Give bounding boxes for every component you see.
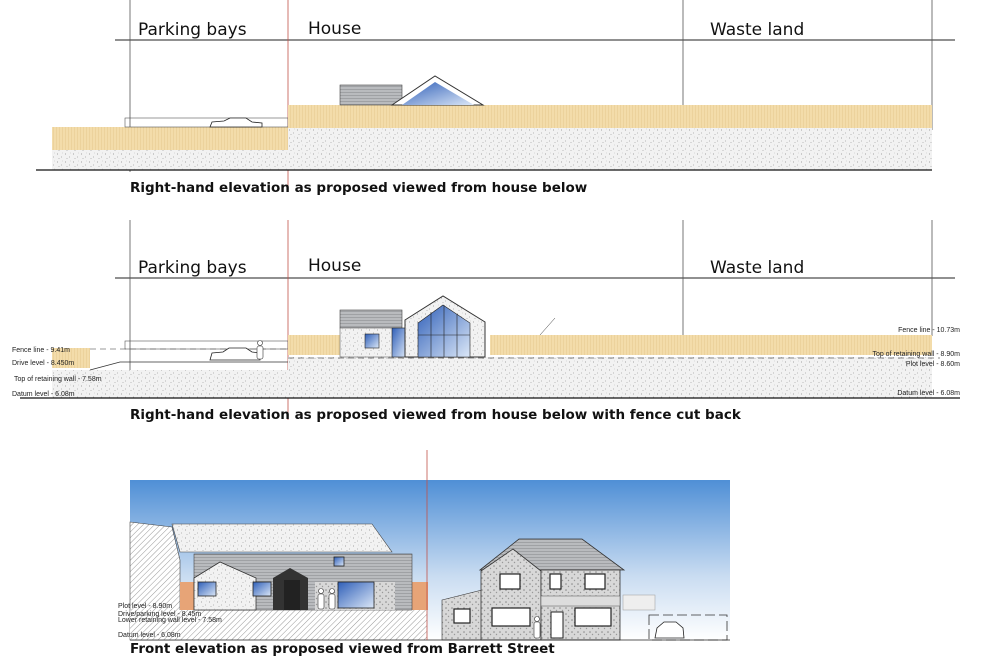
fence	[52, 127, 288, 150]
level-labels: Plot level - 8.90m Drive/parking level -…	[118, 603, 222, 639]
fence	[288, 105, 932, 128]
zone-label-house: House	[308, 19, 361, 39]
zone-label-house: House	[308, 256, 361, 276]
person-icon	[256, 340, 264, 360]
svg-text:Plot level - 8.90m: Plot level - 8.90m	[118, 603, 172, 610]
elevation-1: Parking bays House Waste land Right-hand…	[36, 0, 955, 196]
caption: Right-hand elevation as proposed viewed …	[130, 407, 742, 423]
svg-text:Datum level - 6.08m: Datum level - 6.08m	[118, 632, 181, 639]
svg-text:Top of retaining wall - 8.90m: Top of retaining wall - 8.90m	[872, 351, 960, 358]
svg-text:Datum level - 6.08m: Datum level - 6.08m	[897, 390, 960, 397]
svg-text:Drive level - 8.450m: Drive level - 8.450m	[12, 360, 74, 367]
svg-text:Fence line - 10.73m: Fence line - 10.73m	[898, 327, 960, 334]
ground	[288, 128, 932, 170]
house-drawing	[339, 75, 485, 106]
elevation-2: Parking bays House Waste land Fence lin	[12, 220, 960, 423]
car-icon	[654, 621, 685, 639]
right-level-labels: Fence line - 10.73m Top of retaining wal…	[872, 327, 960, 397]
car-icon	[209, 347, 261, 361]
zone-label-waste-land: Waste land	[710, 20, 804, 40]
left-level-labels: Fence line - 9.41m Drive level - 8.450m …	[12, 347, 102, 398]
zone-label-parking-bays: Parking bays	[138, 20, 247, 40]
svg-text:Drive/parking level - 8.45m: Drive/parking level - 8.45m	[118, 611, 201, 618]
proposed-bungalow	[180, 553, 428, 611]
zone-label-parking-bays: Parking bays	[138, 258, 247, 278]
svg-text:Lower retaining wall level - 7: Lower retaining wall level - 7.58m	[118, 617, 222, 624]
ground	[52, 150, 288, 170]
fence	[490, 335, 932, 355]
house-drawing	[339, 295, 486, 358]
car-icon	[209, 117, 263, 128]
existing-house	[441, 538, 728, 641]
fence	[52, 348, 90, 368]
ground	[288, 357, 932, 398]
elevation-3: Plot level - 8.90m Drive/parking level -…	[118, 450, 730, 657]
svg-text:Fence line - 9.41m: Fence line - 9.41m	[12, 347, 70, 354]
svg-text:Plot level - 8.60m: Plot level - 8.60m	[906, 361, 960, 368]
person-icon	[317, 588, 541, 639]
svg-text:Top of retaining wall - 7.58m: Top of retaining wall - 7.58m	[14, 376, 102, 383]
caption: Front elevation as proposed viewed from …	[130, 641, 555, 657]
zone-label-waste-land: Waste land	[710, 258, 804, 278]
svg-text:Datum level - 6.08m: Datum level - 6.08m	[12, 391, 75, 398]
caption: Right-hand elevation as proposed viewed …	[130, 180, 587, 196]
ground	[52, 370, 288, 398]
